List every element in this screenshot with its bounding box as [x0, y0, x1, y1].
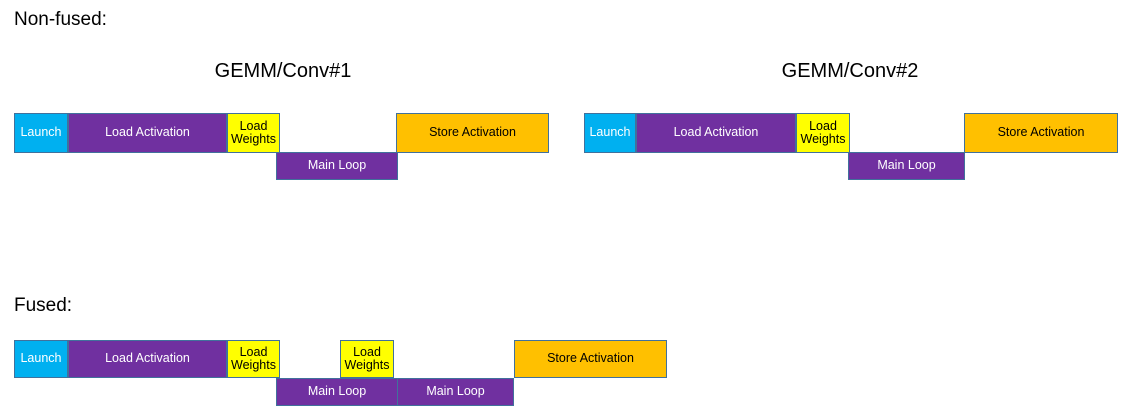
- bar-store-activation: Store Activation: [964, 113, 1118, 153]
- bar-main-loop: Main Loop: [397, 378, 514, 406]
- section-label-non-fused: Non-fused:: [14, 9, 107, 30]
- bar-main-loop: Main Loop: [276, 152, 398, 180]
- bar-load-activation: Load Activation: [636, 113, 796, 153]
- bar-launch: Launch: [584, 113, 636, 153]
- chart-title-gemm-conv-2: GEMM/Conv#2: [781, 60, 919, 82]
- bar-main-loop: Main Loop: [848, 152, 965, 180]
- bar-load-weights: Load Weights: [227, 113, 280, 153]
- bar-load-activation: Load Activation: [68, 340, 227, 378]
- bar-store-activation: Store Activation: [396, 113, 549, 153]
- bar-launch: Launch: [14, 340, 68, 378]
- bar-launch: Launch: [14, 113, 68, 153]
- section-label-fused: Fused:: [14, 295, 73, 316]
- bar-main-loop: Main Loop: [276, 378, 398, 406]
- bar-load-weights: Load Weights: [796, 113, 850, 153]
- bar-load-weights: Load Weights: [340, 340, 394, 378]
- bar-load-weights: Load Weights: [227, 340, 280, 378]
- bar-store-activation: Store Activation: [514, 340, 667, 378]
- chart-title-gemm-conv-1: GEMM/Conv#1: [214, 60, 352, 82]
- bar-load-activation: Load Activation: [68, 113, 227, 153]
